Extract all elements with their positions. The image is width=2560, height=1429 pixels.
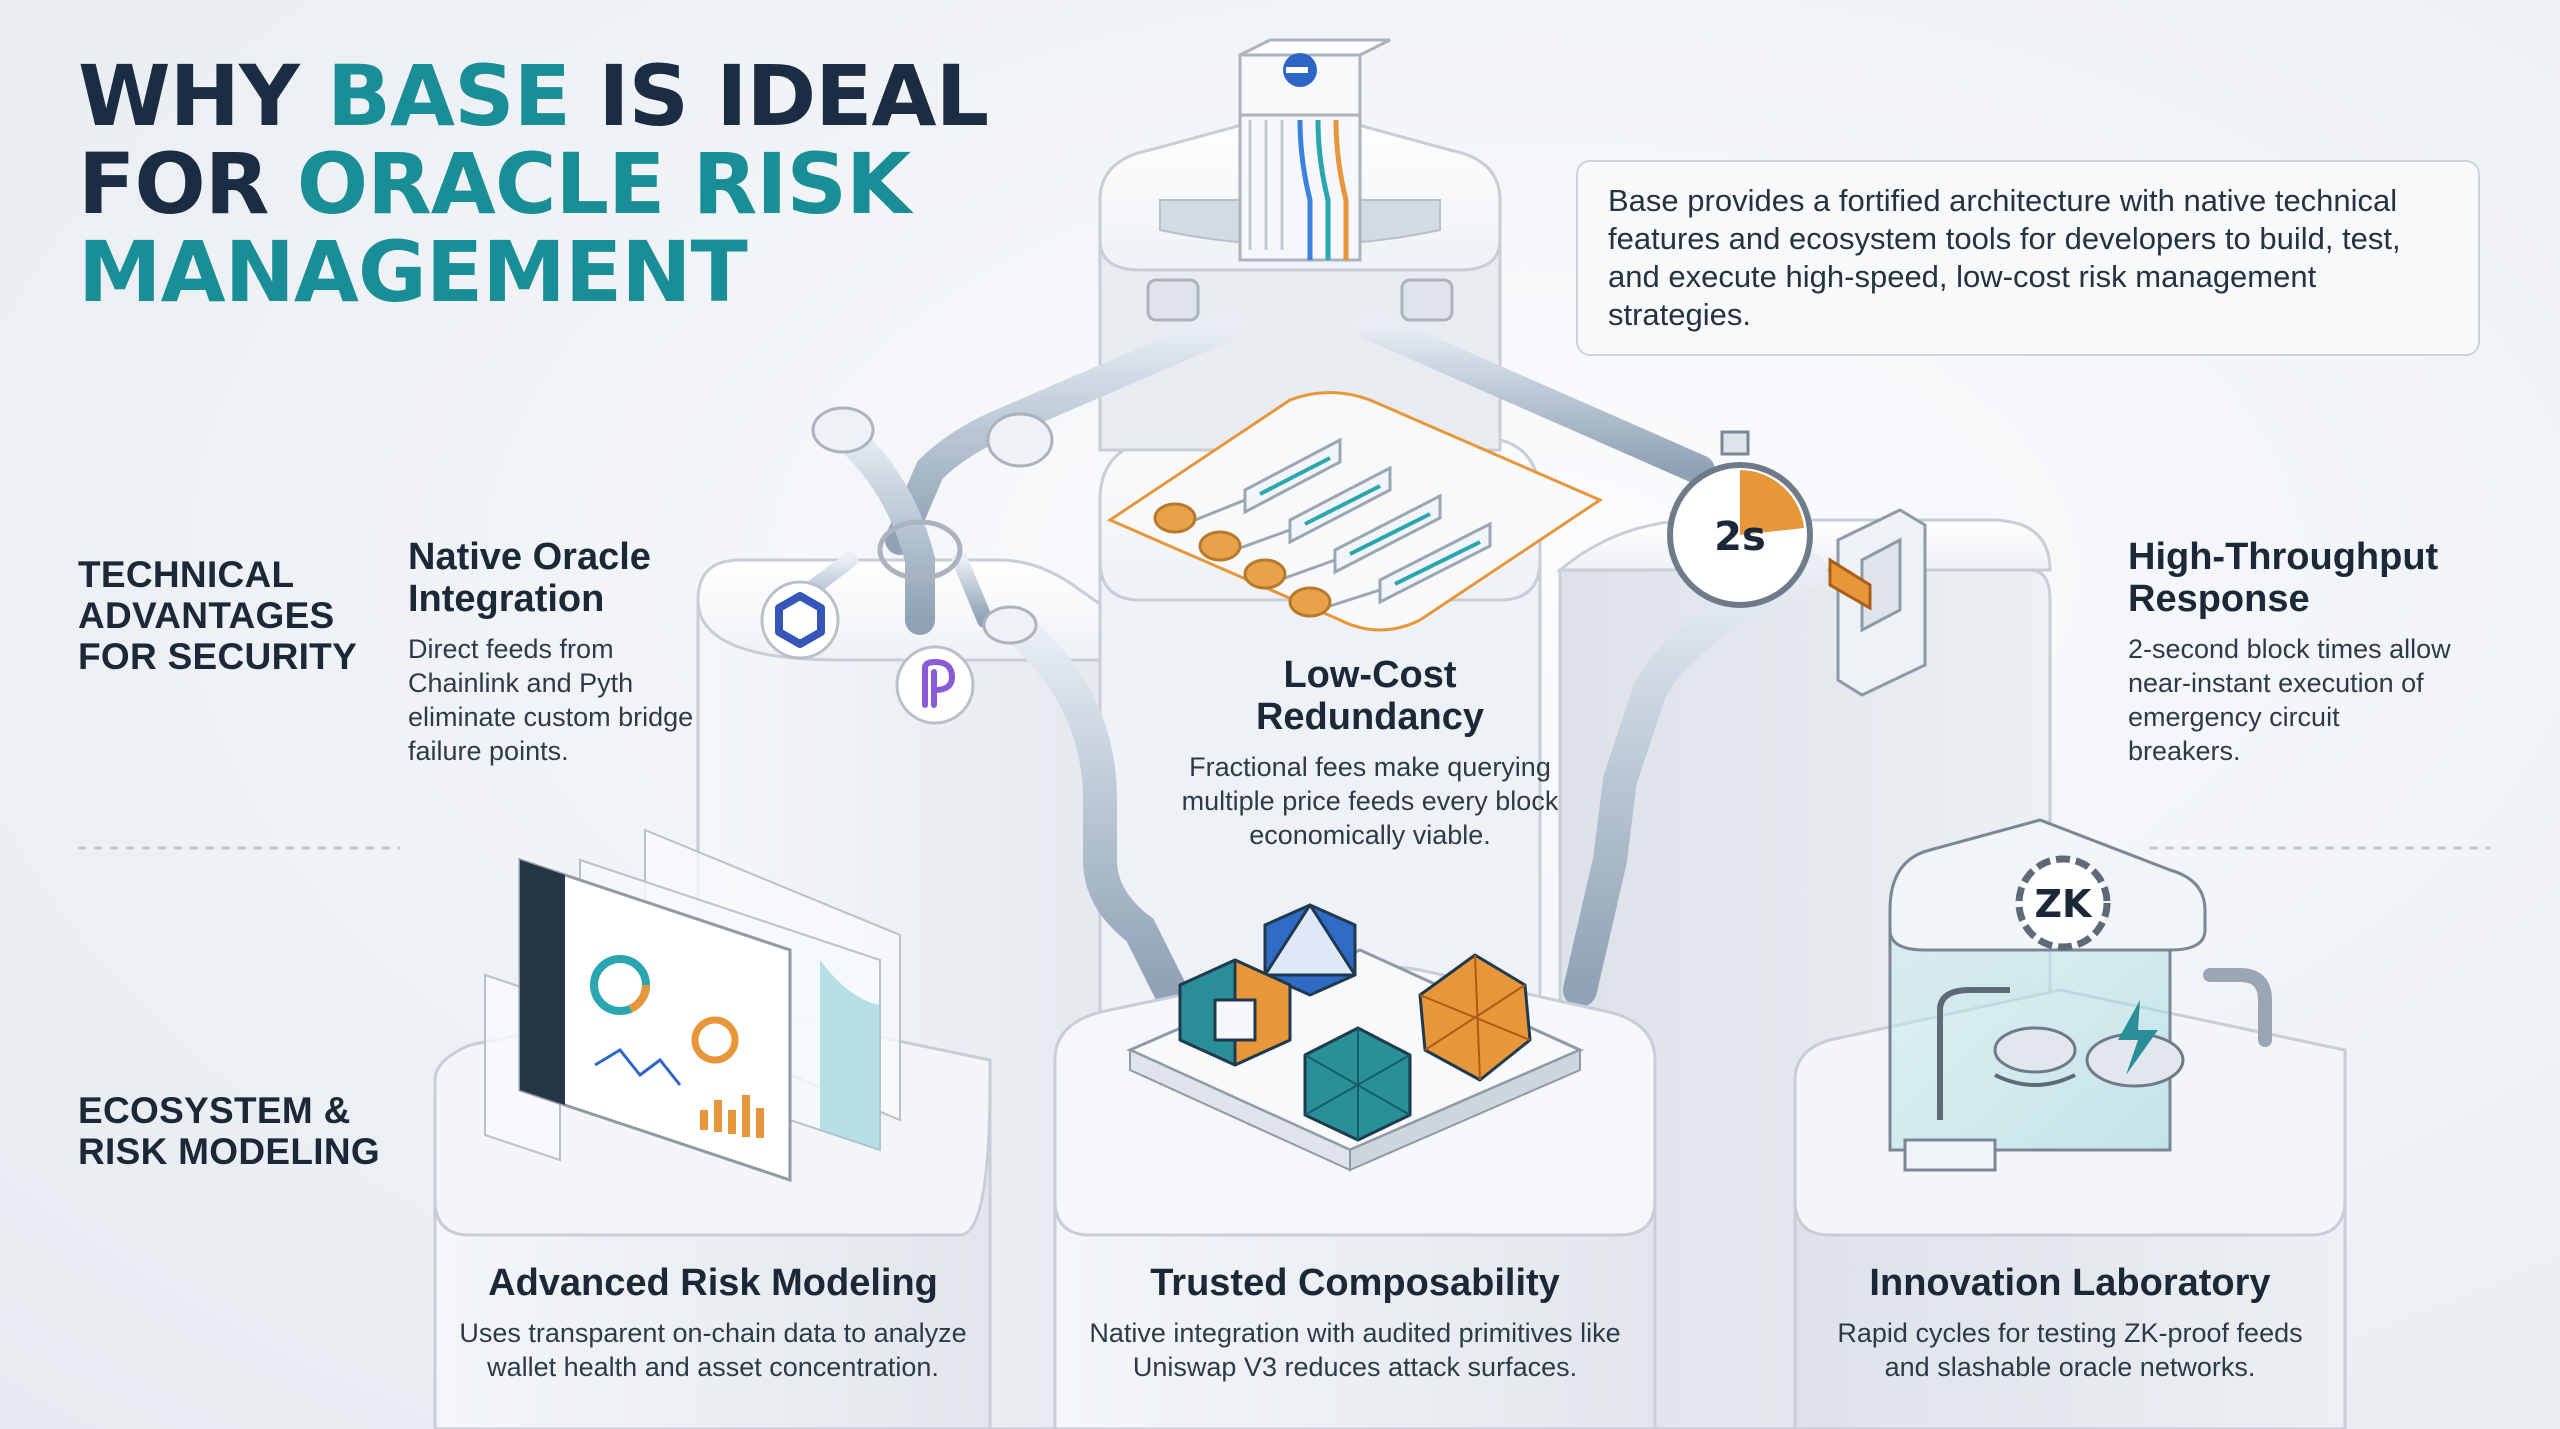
- stopwatch-icon: 2s: [1667, 430, 1813, 608]
- dashboard-panel-icon: [484, 828, 901, 1183]
- svg-text:2s: 2s: [1714, 514, 1766, 560]
- feature-high-throughput: High-Throughput Response 2-second block …: [2128, 536, 2458, 768]
- feature-innovation: Innovation Laboratory Rapid cycles for t…: [1815, 1262, 2325, 1384]
- pyth-icon: [895, 645, 975, 725]
- feature-low-cost: Low-Cost Redundancy Fractional fees make…: [1180, 654, 1560, 852]
- feature-title: Native Oracle Integration: [408, 536, 651, 620]
- lightning-icon: [2118, 1000, 2158, 1075]
- chainlink-icon: [760, 580, 840, 660]
- feature-native-oracle: Native Oracle Integration Direct feeds f…: [408, 536, 708, 768]
- coin-icon: [1153, 502, 1332, 618]
- feature-composability: Trusted Composability Native integration…: [1080, 1262, 1630, 1384]
- feature-desc: Direct feeds from Chainlink and Pyth eli…: [408, 634, 694, 766]
- page-title: WHY BASE IS IDEAL FOR ORACLE RISK MANAGE…: [78, 47, 989, 321]
- circuit-breaker-switch-icon: [1828, 508, 1927, 697]
- feature-title: Low-Cost Redundancy: [1255, 654, 1485, 738]
- feature-desc: Fractional fees make querying multiple p…: [1181, 752, 1559, 850]
- price-feed-bars: [1106, 391, 1604, 632]
- feature-risk-modeling: Advanced Risk Modeling Uses transparent …: [448, 1262, 978, 1384]
- primitive-cube-icon: [1178, 903, 1532, 1142]
- feature-title: Advanced Risk Modeling: [488, 1262, 938, 1304]
- feature-desc: Native integration with audited primitiv…: [1089, 1318, 1621, 1382]
- feature-title: Trusted Composability: [1150, 1262, 1560, 1304]
- section-label-ecosystem: ECOSYSTEM & RISK MODELING: [78, 1090, 380, 1172]
- feature-desc: 2-second block times allow near-instant …: [2128, 634, 2451, 766]
- section-label-technical: TECHNICAL ADVANTAGES FOR SECURITY: [78, 554, 358, 677]
- feature-desc: Rapid cycles for testing ZK-proof feeds …: [1837, 1318, 2303, 1382]
- zk-lab-box: ZK: [1888, 818, 2272, 1172]
- feature-desc: Uses transparent on-chain data to analyz…: [459, 1318, 967, 1382]
- feature-title: Innovation Laboratory: [1869, 1262, 2271, 1304]
- intro-callout: Base provides a fortified architecture w…: [1576, 160, 2480, 356]
- top-tower: [1098, 38, 1502, 452]
- zk-gear-icon: ZK: [2015, 855, 2111, 951]
- svg-text:ZK: ZK: [2035, 882, 2094, 926]
- feature-title: High-Throughput Response: [2128, 536, 2439, 620]
